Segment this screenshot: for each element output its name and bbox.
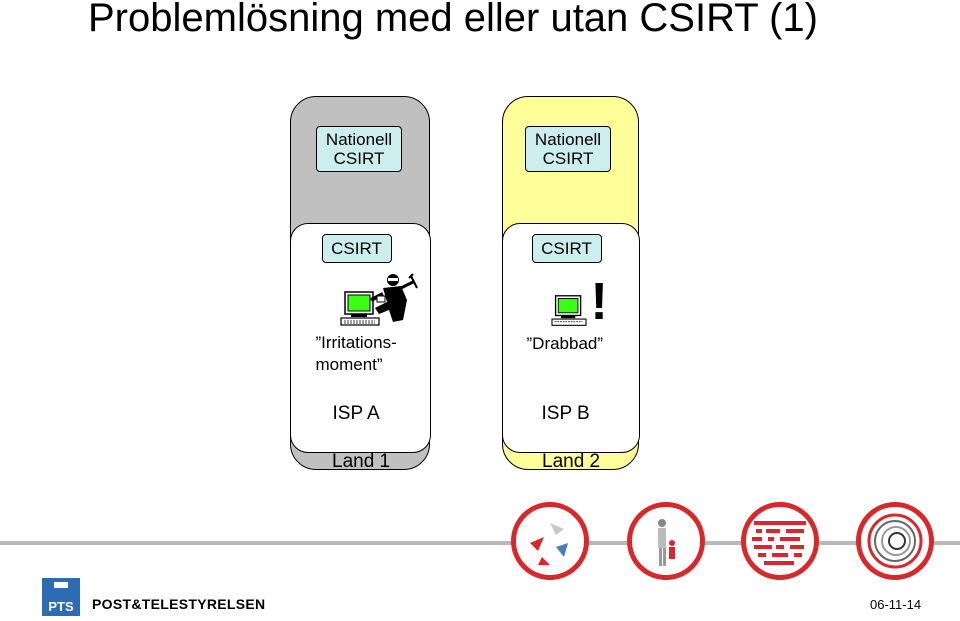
barcode-seal-icon (741, 502, 819, 580)
csirt-label: CSIRT (331, 239, 382, 258)
brand-name: POST&TELESTYRELSEN (92, 596, 266, 612)
caption-irritations-line-2: moment” (315, 355, 383, 374)
computer-icon (339, 291, 380, 326)
isp-a-box: CSIRT ”Irritations- moment” ISP A (289, 223, 431, 453)
arrows-seal-icon (511, 502, 589, 580)
page-title: Problemlösning med eller utan CSIRT (1) (88, 0, 818, 40)
spiral-seal-icon (856, 502, 934, 580)
footer-rule (0, 541, 960, 545)
csirt-label: CSIRT (541, 239, 592, 258)
slide-date: 06-11-14 (870, 597, 922, 612)
alert-exclamation: ! (590, 273, 608, 331)
national-csirt-label: Nationell CSIRT (534, 130, 602, 168)
csirt-box: CSIRT (321, 234, 392, 263)
csirt-box: CSIRT (531, 234, 602, 263)
isp-b-box: CSIRT ! ”Drabbad” ISP B (501, 223, 640, 453)
national-csirt-box: Nationell CSIRT (316, 126, 402, 172)
pts-logo-text: PTS (48, 599, 74, 614)
country-land-1-label: Land 1 (332, 451, 391, 472)
caption-irritations-line-1: ”Irritations- (315, 333, 397, 352)
national-csirt-label: Nationell CSIRT (325, 130, 393, 168)
isp-b-label: ISP B (541, 403, 590, 424)
country-land-2: Nationell CSIRT CSIRT ! ”Drabbad” ISP B … (501, 96, 640, 472)
computer-icon (550, 295, 587, 326)
country-land-1: Nationell CSIRT CSIRT ”Irritations- mome… (289, 96, 431, 472)
pts-logo: PTS (42, 578, 80, 616)
people-seal-icon (627, 502, 705, 580)
isp-a-label: ISP A (332, 403, 380, 424)
country-land-2-label: Land 2 (542, 451, 601, 472)
hacker-icon (369, 273, 418, 322)
national-csirt-box: Nationell CSIRT (525, 126, 611, 172)
caption-drabbad: ”Drabbad” (526, 334, 604, 353)
